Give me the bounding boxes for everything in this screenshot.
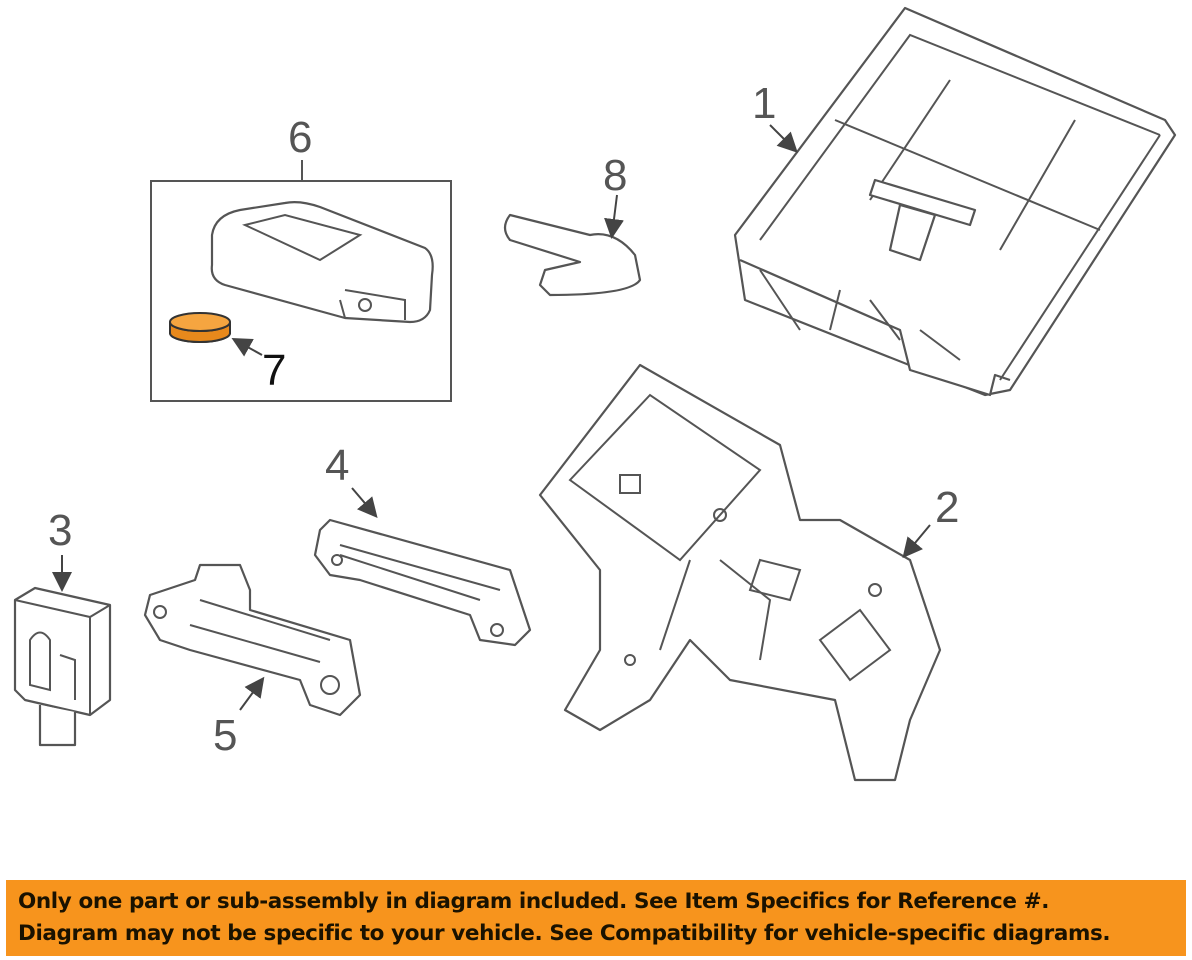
disclaimer-banner: Only one part or sub-assembly in diagram…	[6, 880, 1186, 956]
callout-7: 7	[262, 346, 286, 395]
callout-labels: 1 2 3 4 5 6 7 8	[48, 79, 959, 760]
callout-6: 6	[288, 113, 312, 162]
callout-5: 5	[213, 711, 237, 760]
part-3-relay	[13, 555, 112, 747]
parts-diagram: 1 2 3 4 5 6 7 8	[13, 6, 1177, 782]
callout-8: 8	[603, 151, 627, 200]
callout-3: 3	[48, 506, 72, 555]
disclaimer-line-2: Diagram may not be specific to your vehi…	[18, 921, 1111, 946]
callout-2: 2	[935, 483, 959, 532]
part-2-bracket	[538, 363, 942, 782]
disclaimer-line-1: Only one part or sub-assembly in diagram…	[18, 889, 1049, 914]
part-8-key-blade	[503, 194, 642, 297]
part-1-control-module	[733, 6, 1177, 397]
part-5-bracket	[143, 563, 362, 717]
part-4-bracket	[313, 487, 532, 647]
callout-4: 4	[325, 441, 349, 490]
callout-1: 1	[752, 79, 776, 128]
part-6-key-fob-assembly	[150, 160, 452, 402]
